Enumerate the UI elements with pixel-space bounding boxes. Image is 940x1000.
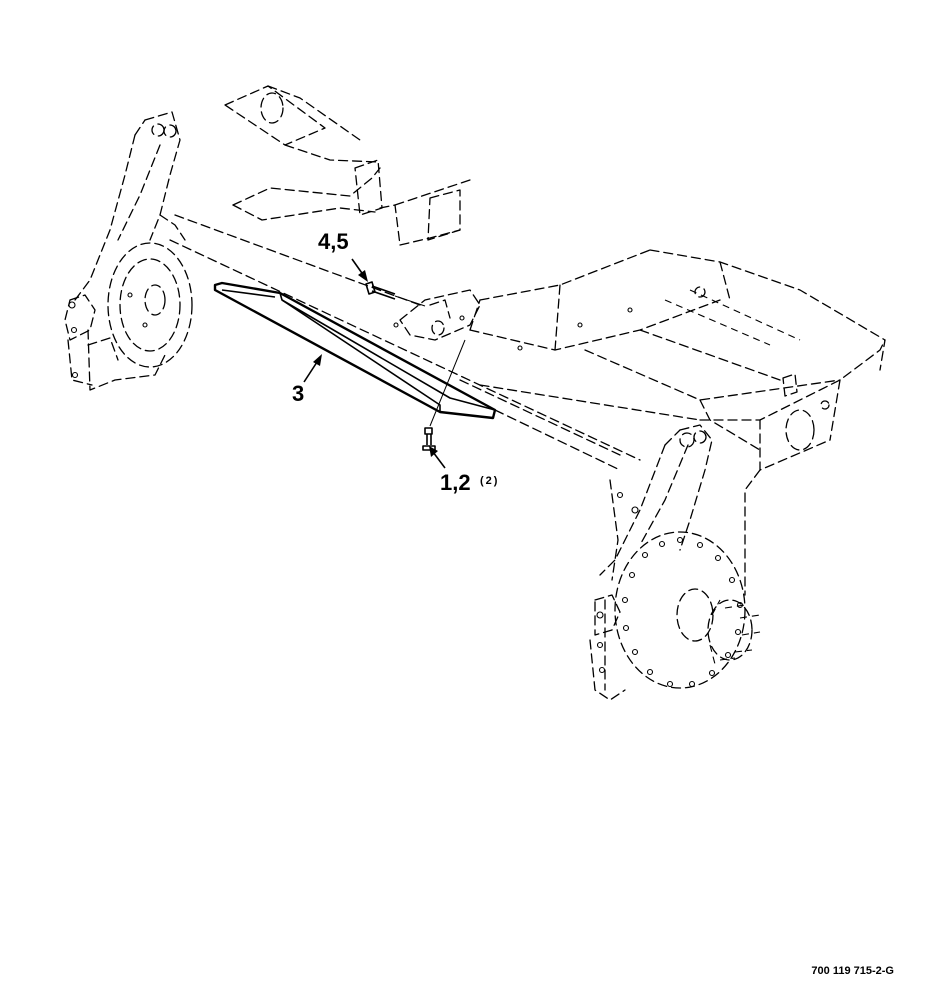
callout-arrows [303, 258, 446, 469]
bolt-1-2 [422, 339, 466, 451]
main-frame [169, 85, 886, 596]
bolt-4-5 [365, 281, 426, 307]
arrow-head-1-2 [429, 446, 438, 457]
callout-4-5: 4,5 [318, 229, 349, 254]
callout-1-2-quantity: (2) [480, 475, 499, 487]
callout-1-2: 1,2 [440, 470, 471, 495]
right-leg-assembly [589, 424, 761, 701]
arrow-head-4-5 [358, 270, 368, 282]
mounting-bracket [399, 289, 481, 341]
callout-3: 3 [292, 381, 304, 406]
hub-flange-bolt-holes [621, 536, 744, 688]
shield-part [213, 281, 497, 420]
drawing-number: 700 119 715-2-G [811, 965, 894, 977]
arrow-head-3 [313, 354, 322, 366]
left-leg-assembly [64, 111, 193, 391]
